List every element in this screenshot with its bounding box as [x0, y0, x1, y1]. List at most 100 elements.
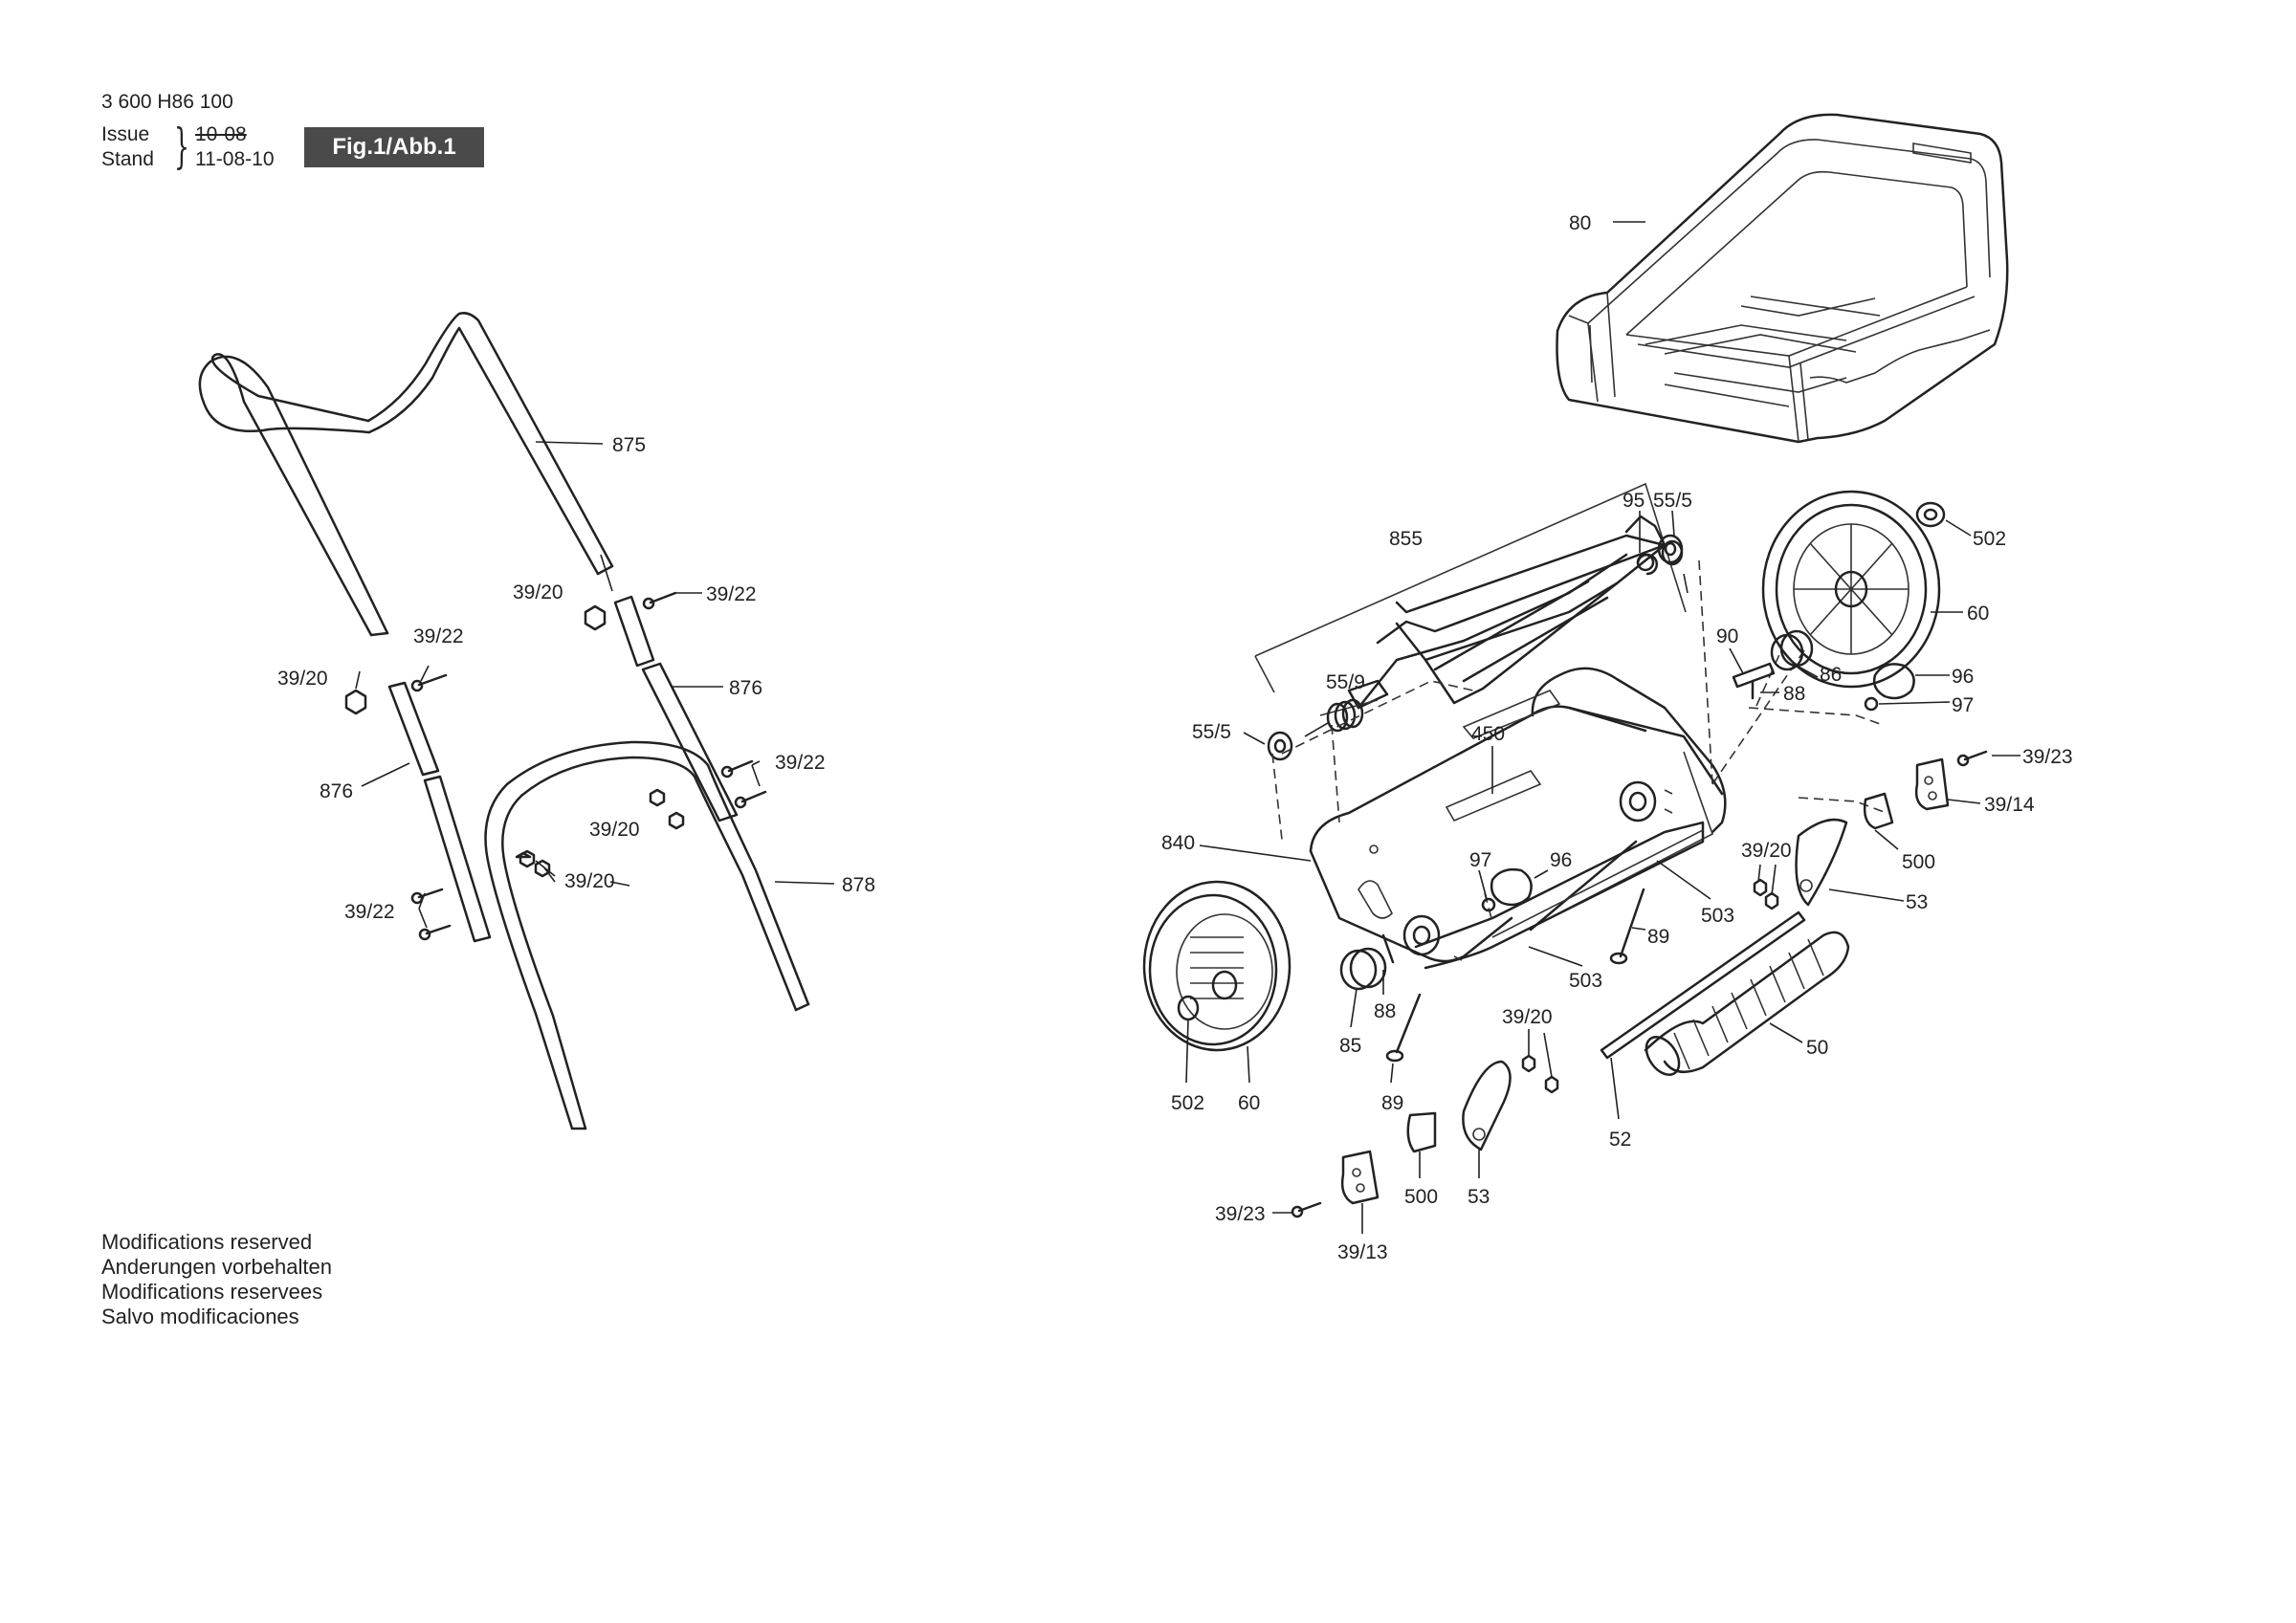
handle-878 — [484, 740, 810, 1130]
callout-878: 878 — [842, 874, 875, 896]
disclaimer-line-fr: Modifications reservees — [101, 1280, 323, 1304]
bracket-39-13 — [1340, 1150, 1380, 1205]
bracket-39-14 — [1914, 757, 1950, 811]
callout-500-front: 500 — [1404, 1186, 1438, 1208]
callout-88-bottom: 88 — [1374, 1000, 1396, 1022]
callout-450: 450 — [1471, 723, 1505, 745]
knob-96-left — [1490, 867, 1533, 907]
leader-502-top — [1945, 519, 1972, 537]
callout-60-front: 60 — [1238, 1092, 1260, 1114]
callout-55-5-top: 55/5 — [1653, 490, 1692, 512]
callout-55-5-left: 55/5 — [1192, 721, 1231, 743]
callout-52: 52 — [1609, 1129, 1631, 1151]
stand-label: Stand — [101, 148, 154, 170]
leader-53-right — [1828, 888, 1905, 902]
callout-88-top: 88 — [1783, 683, 1805, 705]
brace-glyph: } — [174, 119, 189, 174]
callout-39-20-d: 39/20 — [564, 870, 615, 892]
document-number: 3 600 H86 100 — [101, 91, 233, 113]
leader-500-right — [1874, 829, 1899, 850]
issue-label: Issue — [101, 123, 150, 145]
pinion-85 — [1339, 947, 1387, 991]
leader-503-left — [1528, 946, 1583, 967]
screw-39-23-front — [1291, 1201, 1322, 1218]
spring-55-9 — [1326, 698, 1364, 733]
callout-840: 840 — [1161, 832, 1195, 854]
pinion-86 — [1770, 629, 1814, 671]
leader-90 — [1729, 647, 1744, 674]
leader-39-20-front — [1528, 1029, 1553, 1078]
pin-90 — [1732, 662, 1776, 689]
callout-500-right: 500 — [1902, 851, 1935, 873]
callout-39-22-b: 39/22 — [413, 625, 464, 647]
leader-503-right — [1656, 860, 1711, 900]
leader-85 — [1350, 988, 1358, 1028]
callout-53-right: 53 — [1906, 891, 1928, 913]
callout-39-14: 39/14 — [1984, 794, 2035, 816]
callout-53-front: 53 — [1468, 1186, 1490, 1208]
callout-39-20-b: 39/20 — [277, 668, 328, 690]
callout-96-left: 96 — [1550, 849, 1572, 871]
callout-39-20-front: 39/20 — [1502, 1006, 1553, 1028]
hardware-left — [344, 591, 767, 941]
callout-502-front: 502 — [1171, 1092, 1204, 1114]
leader-86 — [1796, 665, 1819, 678]
callout-502-top: 502 — [1973, 528, 2006, 550]
leader-39-14 — [1947, 799, 1981, 804]
callout-86: 86 — [1820, 664, 1842, 686]
bearing-95-55-5-top — [1636, 534, 1684, 576]
leader-55-5-left — [1243, 732, 1266, 745]
leader-89-left — [1390, 1063, 1394, 1084]
handle-875 — [198, 312, 614, 637]
leader-97-left — [1478, 869, 1488, 900]
rod-89-right — [1609, 888, 1645, 965]
blade-cylinder-855 — [1254, 482, 1687, 716]
callout-503-right: 503 — [1701, 905, 1734, 927]
screw-97-right — [1864, 696, 1879, 712]
callout-50: 50 — [1806, 1037, 1828, 1059]
roller-50 — [1644, 931, 1850, 1076]
rod-89-left — [1385, 993, 1422, 1063]
leader-97-right — [1878, 701, 1951, 705]
callout-39-23-front: 39/23 — [1215, 1203, 1266, 1225]
leader-840 — [1199, 844, 1312, 862]
bearing-55-5-left — [1267, 731, 1293, 761]
leader-50 — [1769, 1022, 1803, 1043]
frame-840 — [1309, 667, 1727, 970]
callout-39-20-a: 39/20 — [513, 581, 563, 603]
wheel-60-rear — [1761, 490, 1941, 689]
callout-503-left: 503 — [1569, 970, 1602, 992]
callout-39-22-a: 39/22 — [706, 583, 757, 605]
grass-box-80 — [1556, 113, 2009, 444]
callout-80: 80 — [1569, 212, 1591, 234]
leader-96-left — [1534, 869, 1549, 879]
callout-85: 85 — [1339, 1035, 1361, 1057]
stand-date: 11-08-10 — [195, 148, 275, 170]
callout-96-right: 96 — [1952, 666, 1974, 688]
washer-502-top — [1915, 501, 1946, 528]
disclaimer-line-en: Modifications reserved — [101, 1230, 313, 1254]
leader-502-front — [1185, 1019, 1189, 1084]
callout-39-23-right: 39/23 — [2022, 746, 2073, 768]
callout-90: 90 — [1716, 625, 1738, 647]
leader-52 — [1610, 1057, 1620, 1120]
leader-60-front — [1247, 1045, 1250, 1084]
handle-tube-876-left — [387, 681, 492, 943]
knob-96-right — [1872, 663, 1915, 700]
callout-89-left: 89 — [1381, 1092, 1403, 1114]
leader-55-9 — [1304, 722, 1329, 737]
callout-95: 95 — [1623, 490, 1645, 512]
axle-52 — [1600, 910, 1806, 1060]
callout-97-right: 97 — [1952, 694, 1974, 716]
bracket-53-right — [1795, 818, 1848, 907]
screw-97-left — [1481, 897, 1496, 912]
cap-500-front — [1406, 1111, 1437, 1153]
callout-875: 875 — [612, 434, 646, 456]
callout-60-top: 60 — [1967, 603, 1989, 625]
leader-39-20-right — [1757, 864, 1777, 896]
modifications-disclaimer: Modifications reserved Anderungen vorbeh… — [101, 1230, 332, 1329]
disclaimer-line-de: Anderungen vorbehalten — [101, 1255, 332, 1279]
leaders-left — [355, 441, 835, 929]
bracket-53-front — [1462, 1060, 1512, 1151]
